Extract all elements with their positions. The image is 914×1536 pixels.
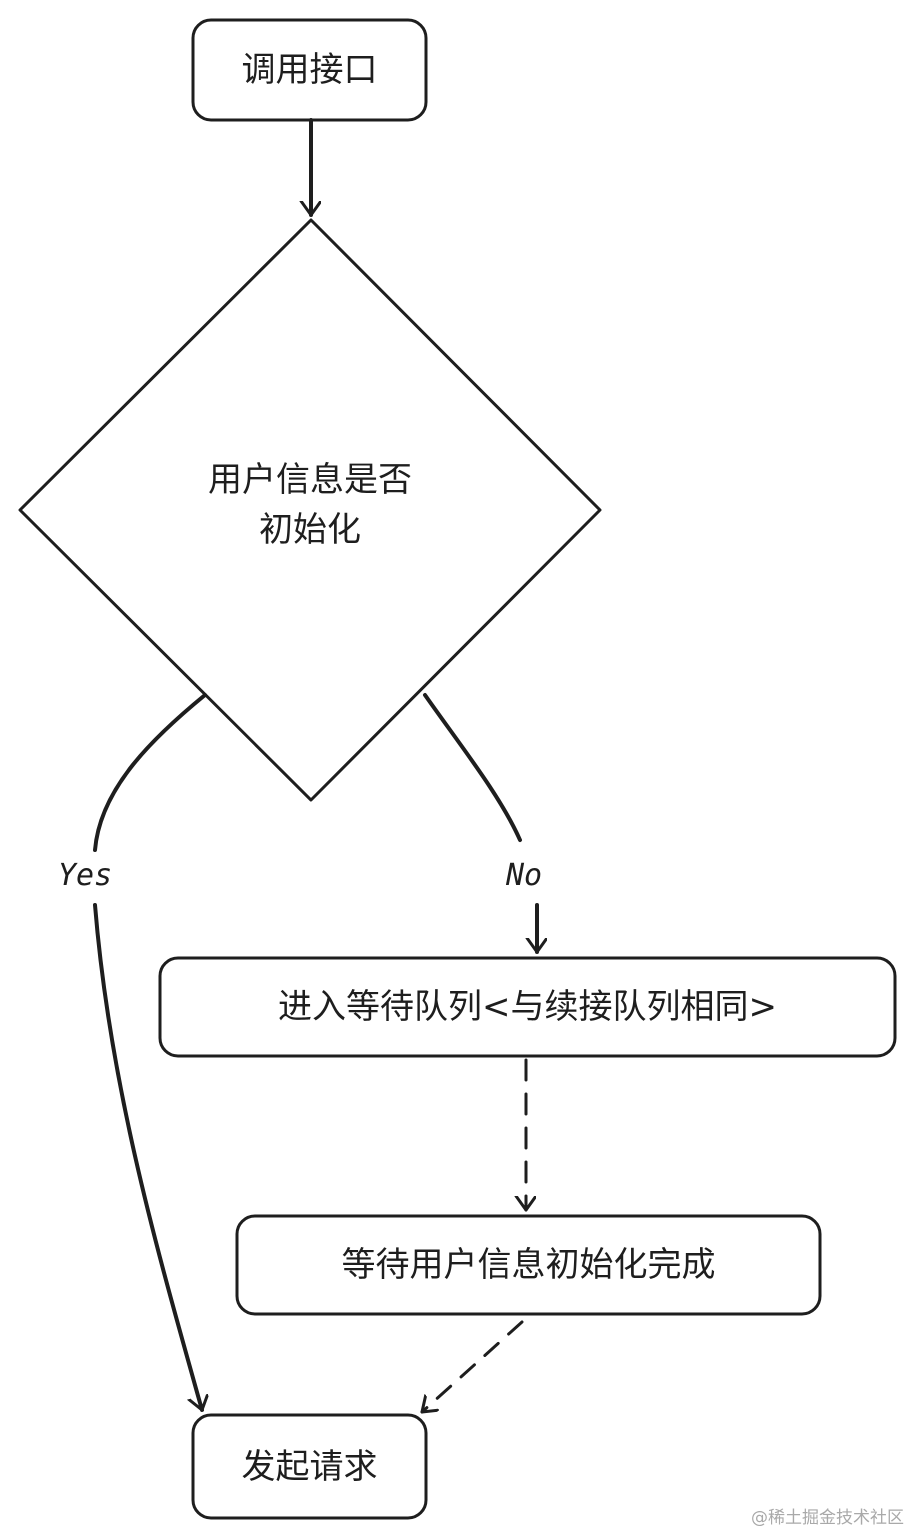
decision-diamond [18,218,602,802]
edge-no-upper [423,693,522,842]
no-edge-label: No [506,858,543,893]
edge-yes-lower [93,903,202,1412]
edge-yes-upper [93,693,207,852]
decision-label: 用户信息是否 初始化 [208,460,412,550]
call-api-label: 调用接口 [241,50,378,90]
queue-label: 进入等待队列<与续接队列相同> [278,987,777,1027]
yes-edge-label: Yes [58,858,113,893]
watermark-text: @稀土掘金技术社区 [751,1508,904,1528]
send-request-box [191,1413,428,1520]
wait-init-box [235,1214,822,1316]
send-request-label: 发起请求 [241,1446,378,1487]
queue-box [158,956,897,1058]
wait-init-label: 等待用户信息初始化完成 [341,1245,716,1285]
edge-wait-to-send [420,1320,524,1414]
